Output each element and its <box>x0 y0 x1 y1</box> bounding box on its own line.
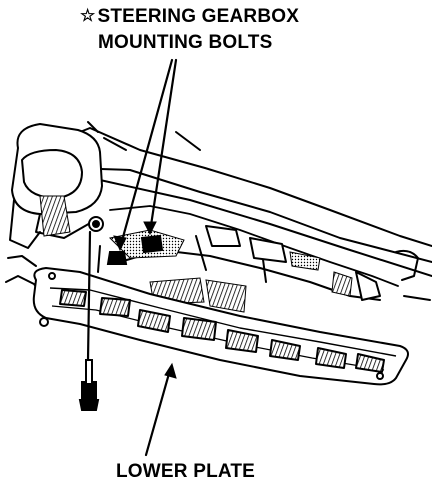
star-icon: ☆ <box>80 6 96 25</box>
leader-lines <box>86 58 178 457</box>
callout-line-1: STEERING GEARBOX <box>97 6 300 27</box>
arrow-heads <box>113 221 177 379</box>
subframe-body <box>5 121 432 301</box>
lower-plate-label: LOWER PLATE <box>116 461 256 482</box>
callout-line-2: MOUNTING BOLTS <box>98 32 273 53</box>
mounting-bolts <box>78 216 164 411</box>
steering-gearbox-callout: ☆STEERING GEARBOX MOUNTING BOLTS <box>80 3 299 56</box>
lower-plate <box>32 267 409 386</box>
